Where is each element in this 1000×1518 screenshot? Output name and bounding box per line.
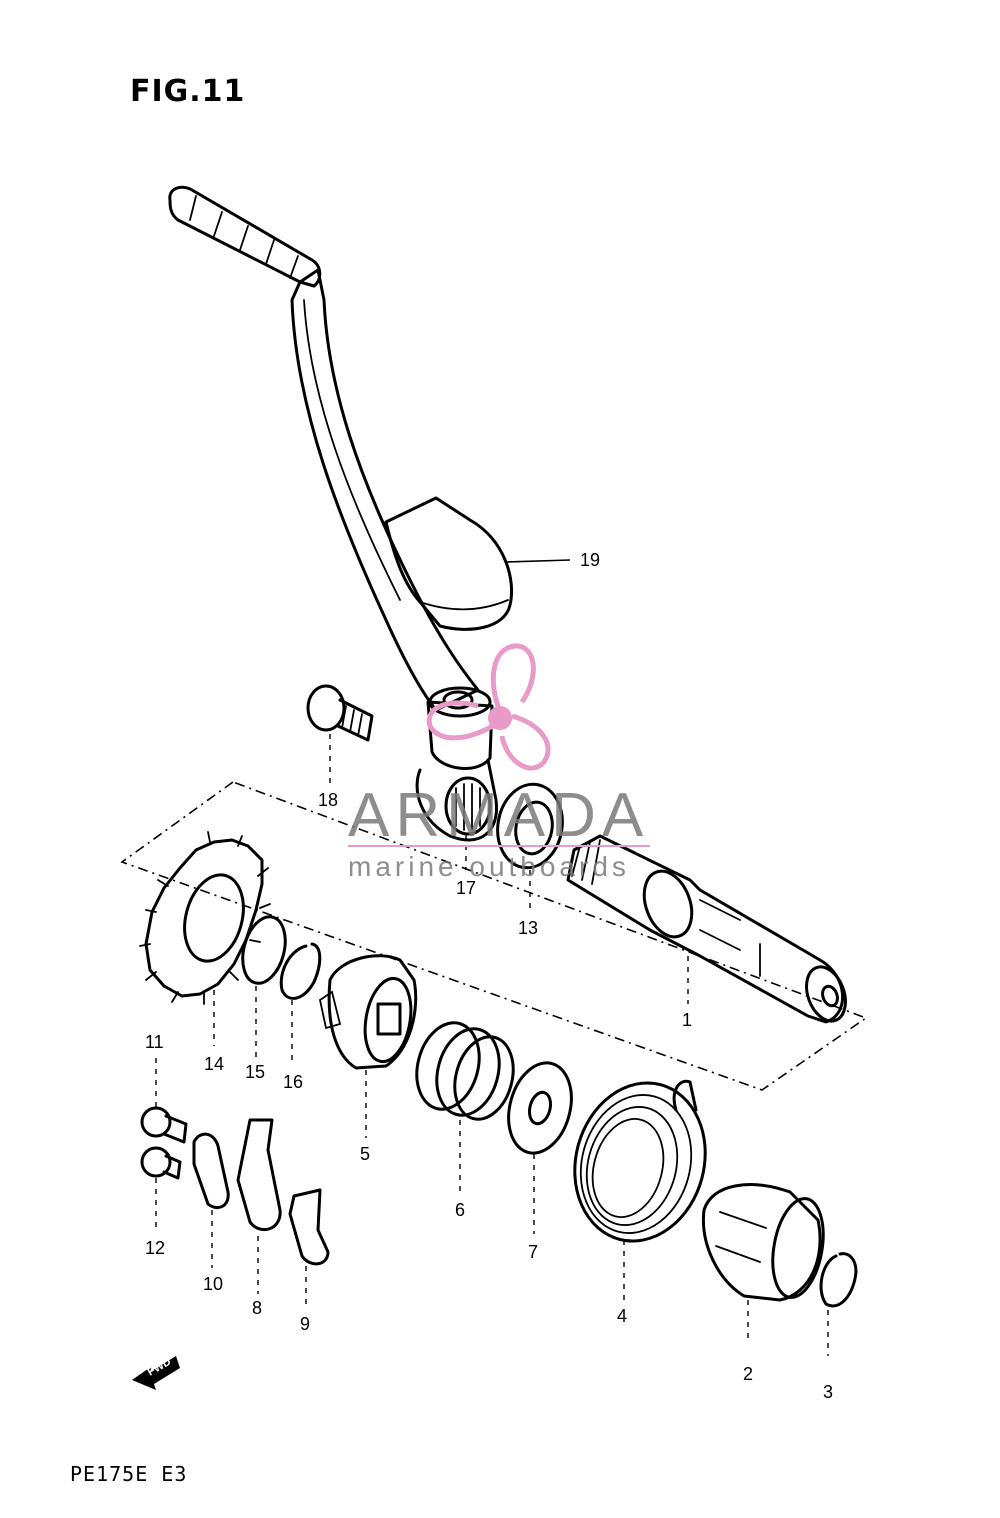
watermark-brand: ARMADA [348,781,649,850]
stopper-plate [236,1118,282,1232]
part-label-5: 5 [360,1144,370,1164]
part-label-4: 4 [617,1306,627,1326]
return-spring [573,1079,707,1243]
watermark-tagline: marine outboards [348,851,630,882]
part-label-16: 16 [283,1072,303,1092]
part-label-7: 7 [528,1242,538,1262]
part-label-15: 15 [245,1062,265,1082]
kick-starter-shaft [566,834,847,1024]
spring-guide [701,1183,825,1302]
bolt-12 [140,1146,182,1180]
part-label-11: 11 [145,1032,164,1052]
leader-lines [155,559,829,1356]
part-label-2: 2 [743,1364,753,1384]
propeller-logo-icon [426,643,551,771]
figure-title: FIG.11 [130,74,246,109]
part-label-13: 13 [518,918,538,938]
part-label-8: 8 [252,1298,262,1318]
ratchet-wheel [318,954,418,1070]
forward-arrow-icon: FWD [132,1356,180,1390]
part-label-18: 18 [318,790,338,810]
armada-watermark: ARMADA marine outboards [348,643,650,882]
part-label-6: 6 [455,1200,465,1220]
kick-lever [168,185,498,842]
circlip-3 [819,1252,858,1308]
bolt-11 [140,1106,188,1144]
kick-lever-bolt [306,684,374,742]
part-label-12: 12 [145,1238,165,1258]
part-label-14: 14 [204,1054,224,1074]
circlip-16 [279,942,322,1000]
part-label-9: 9 [300,1314,310,1334]
washer-15 [241,915,287,985]
part-label-19: 19 [580,550,600,570]
lock-plate [192,1132,230,1209]
model-code: PE175E E3 [70,1462,188,1486]
ratchet-spring [415,1021,515,1121]
assembly-boundary [120,781,868,1091]
washer-7 [507,1061,573,1155]
guide-plate [288,1188,330,1266]
kick-idle-gear [139,831,271,1005]
part-label-10: 10 [203,1274,223,1294]
part-label-1: 1 [682,1010,692,1030]
kick-lever-cover [384,496,514,631]
part-number-labels: 1 2 3 4 5 6 7 8 9 10 11 12 13 14 15 16 1… [145,550,833,1402]
part-label-3: 3 [823,1382,833,1402]
oil-seal [496,782,564,870]
part-label-17: 17 [456,878,476,898]
